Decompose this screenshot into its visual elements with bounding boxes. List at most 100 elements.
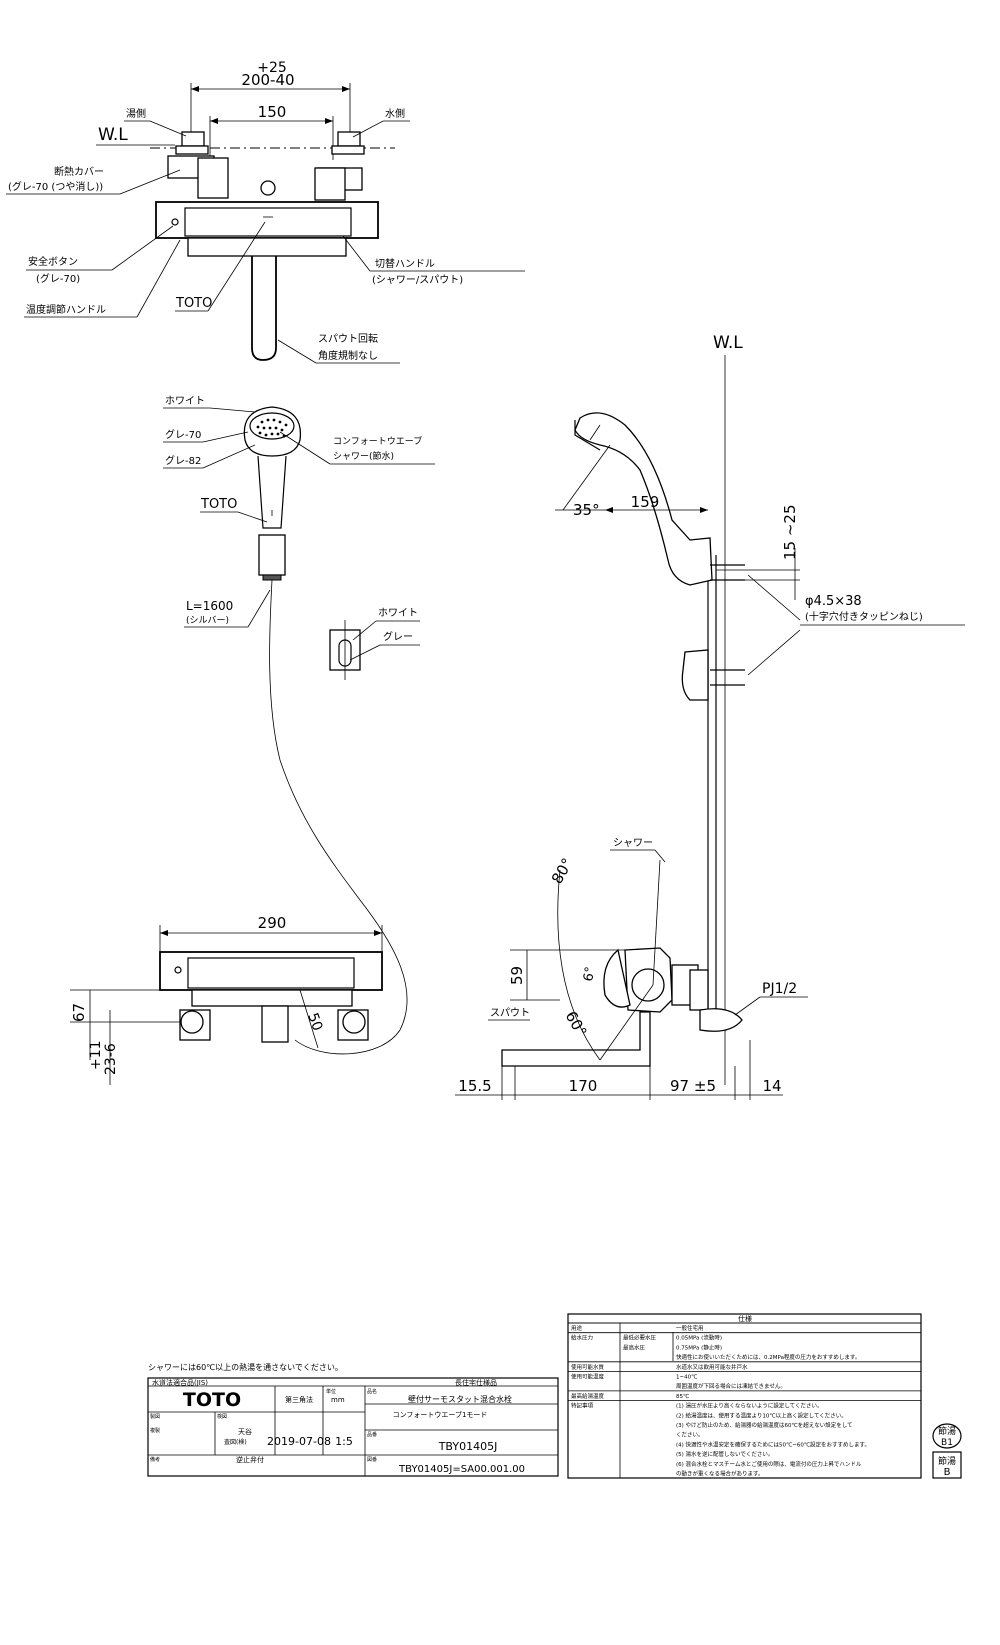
label-cold-side: 水側 <box>385 107 405 120</box>
tb-copy-lbl: 複製 <box>150 1427 160 1434</box>
stamp1-bottom: B1 <box>941 1438 953 1448</box>
tb-remark-lbl: 備考 <box>150 1456 160 1463</box>
wl-label-left: W.L <box>98 125 128 145</box>
tb-sec-note: 長住宅仕様品 <box>455 1378 497 1387</box>
dim-59: 59 <box>508 966 526 985</box>
label-safety-button-color: (グレ-70) <box>36 272 80 285</box>
label-comfort-wave-sub: シャワー(節水) <box>333 450 394 462</box>
label-grey70: グレ-70 <box>165 428 201 441</box>
stamp1-top: 節湯 <box>938 1425 956 1437</box>
front-view-bottom: 290 50 67 +11 23-6 <box>70 914 383 1085</box>
spec-value: 1~40℃ <box>676 1374 697 1381</box>
spec-value: 85℃ <box>676 1393 689 1400</box>
label-spout-rotation: スパウト回転 <box>318 333 378 345</box>
dim-159: 159 <box>631 493 660 511</box>
tb-name1: 壁付サーモスタット混合水栓 <box>408 1394 512 1404</box>
tb-jis: 水道法適合品(JIS) <box>152 1378 208 1387</box>
label-hose-length: L=1600 <box>186 599 233 613</box>
dim-15-25: 15 ~25 <box>781 504 799 560</box>
tb-approve: 天谷 <box>238 1427 252 1436</box>
dim-290: 290 <box>258 914 287 932</box>
stamp2-top: 節湯 <box>938 1455 956 1467</box>
tb-logo: TOTO <box>183 1389 241 1411</box>
spec-value: 0.05MPa (流動時) <box>676 1334 722 1342</box>
spec-key: 使用可能温度 <box>571 1373 605 1381</box>
tb-scale: 1:5 <box>335 1435 353 1448</box>
spec-value: (4) 快適性や水温安定を確保するためには50℃~60℃設定をおすすめします。 <box>676 1440 870 1448</box>
spec-value: 一般住宅用 <box>676 1324 704 1332</box>
tb-unit-lbl: 単位 <box>326 1388 336 1395</box>
label-temp-handle: 温度調節ハンドル <box>26 303 106 316</box>
spec-value: (3) やけど防止のため、給湯器の給湯温度は60℃を超えない設定をして <box>676 1421 853 1429</box>
dim-pj: PJ1/2 <box>762 981 797 997</box>
tb-note: シャワーには60℃以上の熱湯を通さないでください。 <box>148 1362 343 1372</box>
tb-draw-lbl: 製図 <box>150 1413 160 1420</box>
spec-header: 仕様 <box>738 1314 752 1323</box>
spec-value: (1) 湯圧が水圧より高くならないように設定してください。 <box>676 1402 823 1410</box>
spec-value: ください。 <box>676 1432 704 1439</box>
spec-key: 給水圧力 <box>571 1334 593 1342</box>
title-block: シャワーには60℃以上の熱湯を通さないでください。 水道法適合品(JIS) 長住… <box>147 1362 559 1477</box>
label-toto-head: TOTO <box>200 497 237 512</box>
dim-tolerance-plus25: +25 <box>257 60 287 76</box>
dim-angle-35: 35° <box>573 501 600 519</box>
label-white: ホワイト <box>165 395 205 407</box>
tb-name2: コンフォートウエーブ1モード <box>393 1410 488 1419</box>
shower-head-front: ホワイト グレ-70 グレ-82 コンフォートウエーブ シャワー(節水) TOT… <box>163 395 435 1055</box>
spec-value: 快適性にお使いいただくためには、0.2MPa程度の圧力をおすすめします。 <box>676 1353 860 1361</box>
label-hot-side: 湯側 <box>126 107 146 120</box>
tb-model-lbl: 品番 <box>367 1431 377 1438</box>
tb-unit: mm <box>331 1396 345 1404</box>
side-view: W.L 35° 159 15 ~25 φ4.5×38 (十字穴付き <box>455 333 965 1100</box>
spec-value: 0.75MPa (静止時) <box>676 1343 722 1351</box>
tb-date: 2019-07-08 <box>267 1435 331 1448</box>
front-view-top: +25 200-40 150 W.L 湯側 水側 <box>6 60 525 364</box>
dim-200-40: 200-40 <box>241 71 294 89</box>
spec-subkey: 最低必要水圧 <box>623 1334 657 1342</box>
tb-proj-mark: 第三角法 <box>285 1395 313 1404</box>
wl-label-right: W.L <box>713 333 743 353</box>
dim-14: 14 <box>762 1077 781 1095</box>
tb-name-lbl: 品名 <box>367 1388 377 1395</box>
tb-model: TBY01405J <box>438 1440 498 1453</box>
label-safety-button: 安全ボタン <box>28 255 78 268</box>
dim-angle-80: 80° <box>548 855 577 887</box>
dim-screw-note: (十字穴付きタッピンねじ) <box>805 610 923 623</box>
label-spout-rotation-sub: 角度規制なし <box>318 349 378 362</box>
spec-value: (6) 混合水栓とマスチーム水とご使用の際は、電流付の圧力上昇でハンドル <box>676 1460 862 1468</box>
spec-subkey: 最高水圧 <box>623 1343 646 1351</box>
spec-value: の動きが重くなる場合があります。 <box>676 1470 763 1478</box>
dim-screw-size: φ4.5×38 <box>805 594 862 609</box>
spec-value: (2) 給湯温度は、使用する温度より10℃以上高く設定してください。 <box>676 1411 847 1419</box>
spec-key: 用途 <box>571 1324 583 1332</box>
dim-angle-60: 60° <box>562 1008 591 1040</box>
label-hose-color: (シルバー) <box>186 615 229 626</box>
dim-97: 97 ±5 <box>670 1077 716 1095</box>
spec-value: 水道水又は飲用可能な井戸水 <box>676 1363 748 1371</box>
dim-plus11: +11 <box>88 1040 104 1070</box>
tb-drawno-lbl: 図番 <box>367 1456 377 1463</box>
spec-key: 最高給湯温度 <box>571 1392 605 1400</box>
dim-15-5: 15.5 <box>458 1077 491 1095</box>
label-holder-white: ホワイト <box>378 607 418 619</box>
label-switch-handle-sub: (シャワー/スパウト) <box>372 274 463 286</box>
label-holder-grey: グレー <box>383 630 413 643</box>
spec-value: 周囲温度が下回る場合には凍結できません。 <box>676 1382 786 1390</box>
label-shower: シャワー <box>613 838 653 849</box>
spec-value: (5) 湯水を逆に配管しないでください。 <box>676 1450 773 1458</box>
dim-150: 150 <box>258 103 287 121</box>
label-insul-cover: 断熱カバー <box>54 165 104 178</box>
label-switch-handle: 切替ハンドル <box>375 257 435 270</box>
label-comfort-wave: コンフォートウエーブ <box>333 435 422 447</box>
tb-remark: 逆止弁付 <box>236 1455 264 1464</box>
dim-23-6: 23-6 <box>103 1043 119 1075</box>
tb-approve-sub: 査図(検) <box>224 1438 247 1446</box>
dim-angle-6: 6° <box>581 966 598 983</box>
label-toto-top: TOTO <box>175 296 212 311</box>
stamp2-bottom: B <box>944 1467 951 1478</box>
dim-50: 50 <box>304 1011 325 1033</box>
label-spout: スパウト <box>490 1007 530 1019</box>
